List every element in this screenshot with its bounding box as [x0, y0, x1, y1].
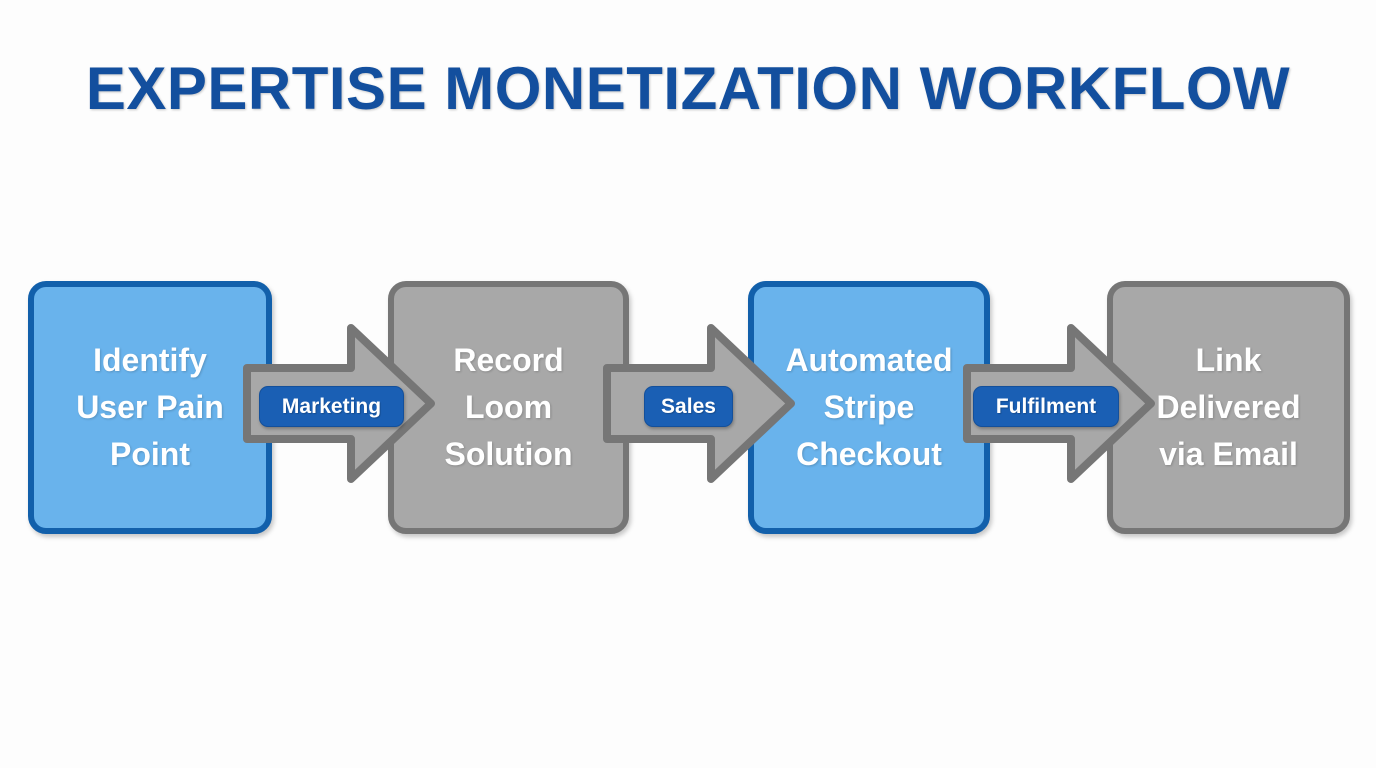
flow-step-label: Record Loom Solution [431, 337, 587, 478]
flow-step-line-2: Loom [464, 389, 553, 425]
flow-step-line-1: Link [1195, 342, 1262, 378]
connector-label-fulfilment[interactable]: Fulfilment [973, 386, 1119, 427]
flow-step-line-1: Identify [93, 342, 207, 378]
flow-step-identify-user-pain-point[interactable]: Identify User Pain Point [28, 281, 272, 534]
flow-step-line-3: Point [110, 436, 190, 472]
flow-step-line-3: Solution [444, 436, 573, 472]
connector-label-text: Fulfilment [995, 394, 1097, 418]
flow-step-line-3: Checkout [796, 436, 942, 472]
flow-step-line-1: Automated [785, 342, 953, 378]
flow-step-line-3: via Email [1159, 436, 1298, 472]
flow-step-label: Automated Stripe Checkout [771, 337, 966, 478]
connector-label-marketing[interactable]: Marketing [259, 386, 404, 427]
flow-step-line-2: Stripe [823, 389, 915, 425]
flow-step-line-1: Record [453, 342, 564, 378]
connector-label-text: Marketing [281, 394, 382, 418]
flow-step-label: Link Delivered via Email [1142, 337, 1314, 478]
flow-step-label: Identify User Pain Point [62, 337, 238, 478]
page-title: EXPERTISE MONETIZATION WORKFLOW [85, 55, 1291, 122]
flow-step-automated-stripe-checkout[interactable]: Automated Stripe Checkout [748, 281, 990, 534]
flow-step-record-loom-solution[interactable]: Record Loom Solution [388, 281, 629, 534]
connector-label-text: Sales [661, 394, 716, 418]
flow-step-line-2: Delivered [1156, 389, 1301, 425]
flow-step-line-2: User Pain [76, 389, 224, 425]
connector-label-sales[interactable]: Sales [644, 386, 733, 427]
